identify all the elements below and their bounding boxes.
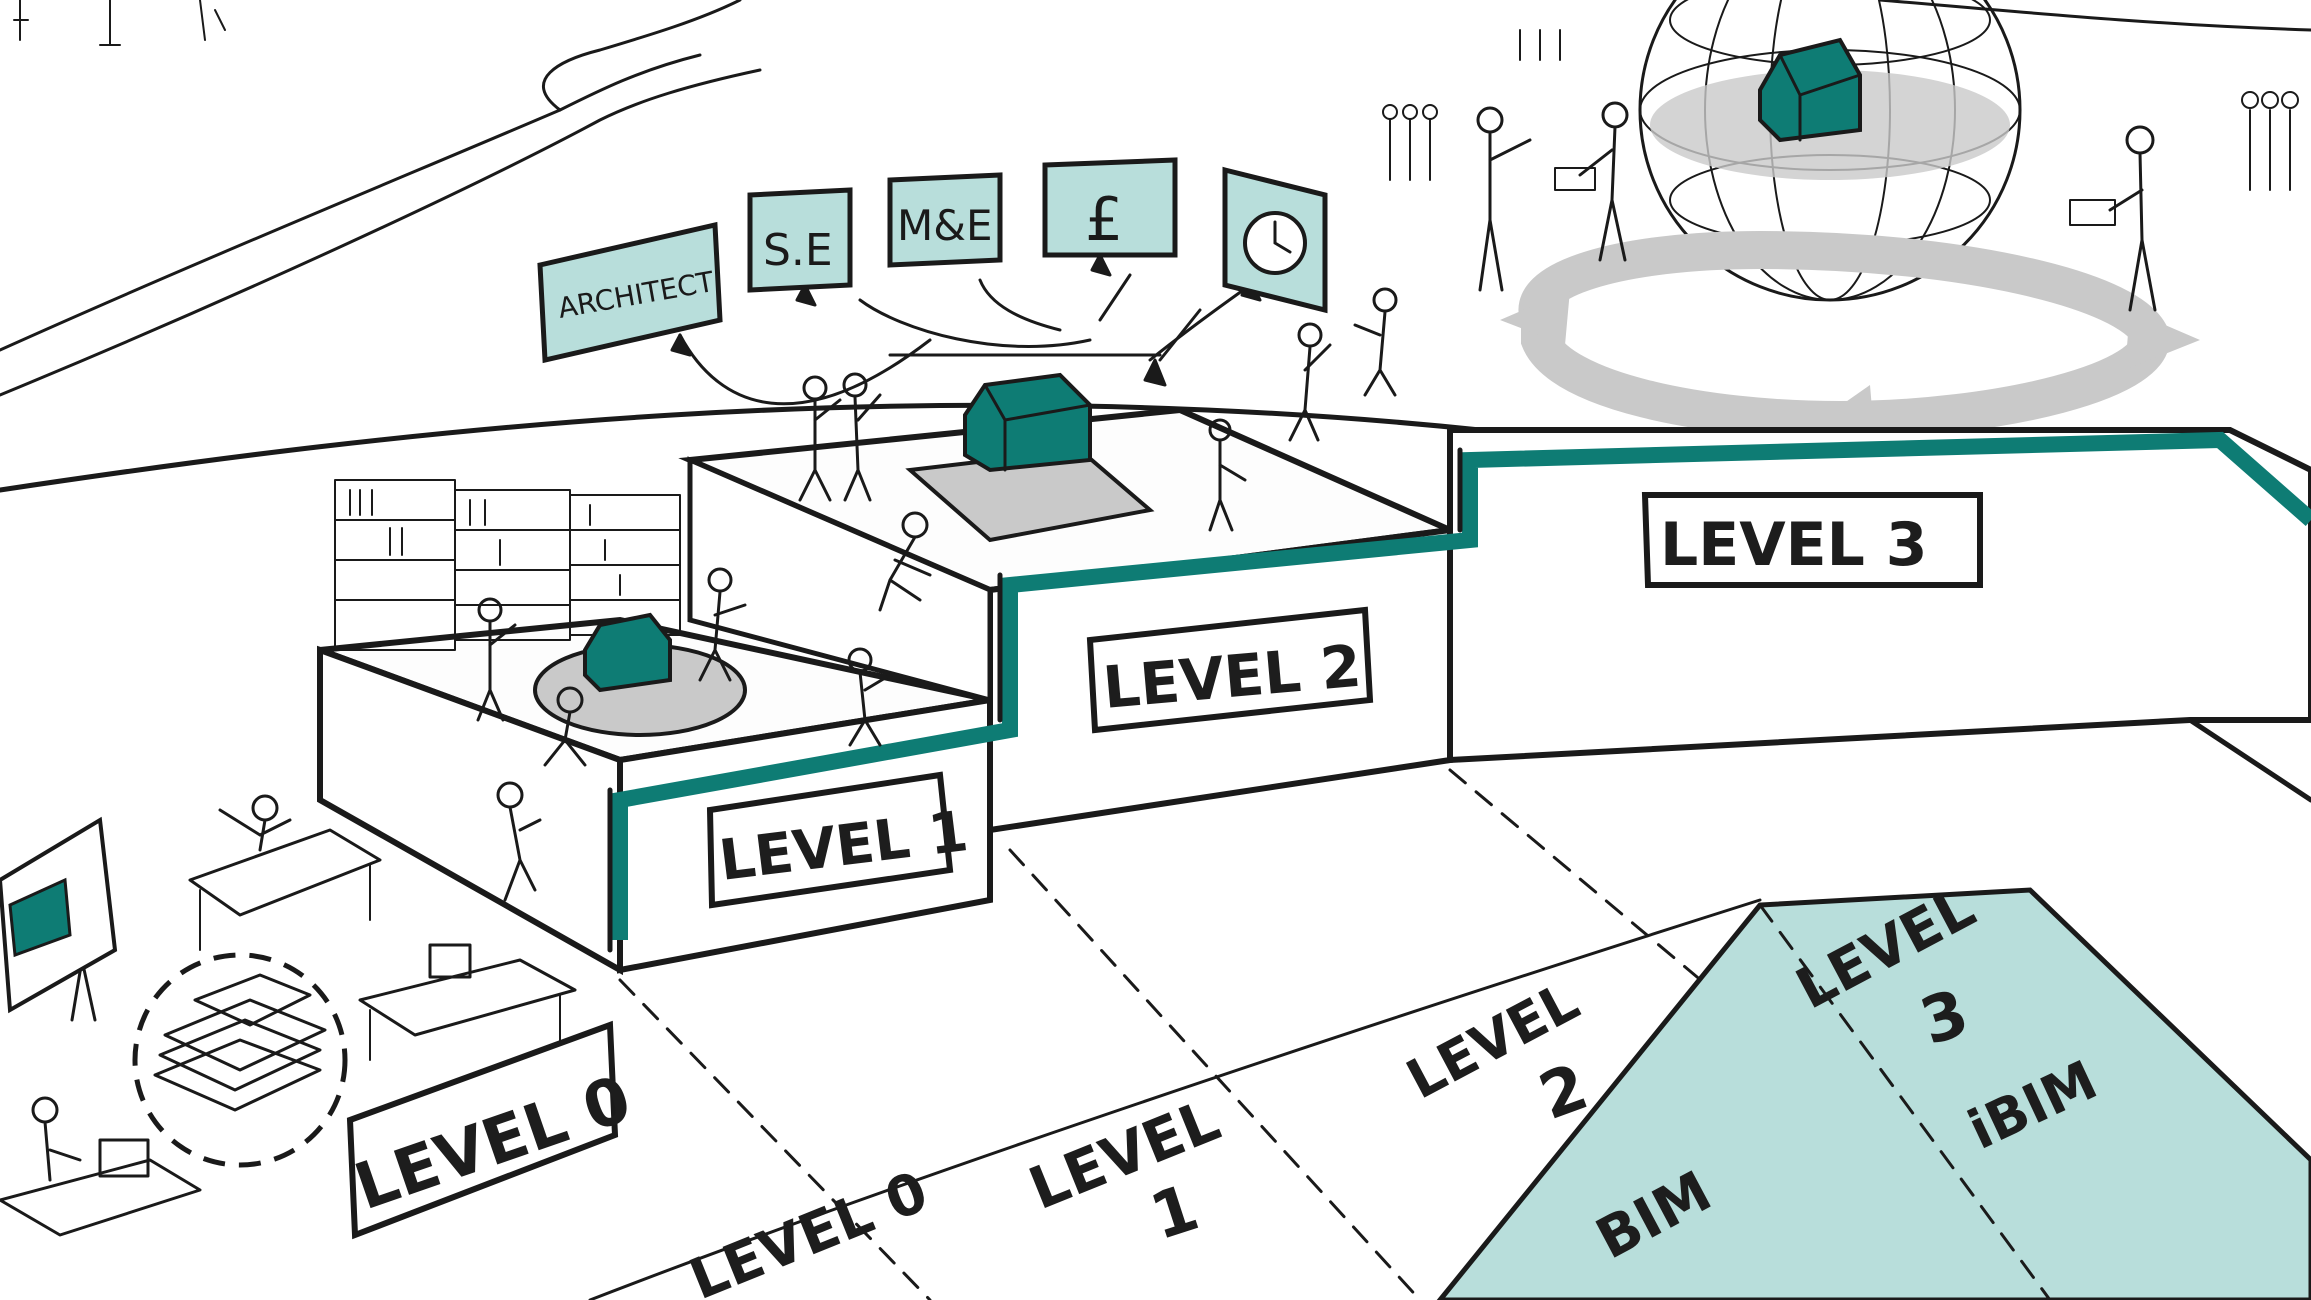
sign-structural-engineer: S.E bbox=[747, 187, 853, 293]
sign-me-label: M&E bbox=[897, 201, 993, 250]
level2-model-platform bbox=[905, 372, 1155, 543]
discipline-signs: ARCHITECT S.E M&E £ bbox=[537, 157, 1328, 364]
globe-house-icon bbox=[1758, 37, 1862, 143]
stair-level3-label: LEVEL 3 bbox=[1660, 510, 1928, 580]
floor-level0-label: LEVEL 0 bbox=[681, 1159, 937, 1300]
floor-level1-word: LEVEL bbox=[1020, 1086, 1229, 1223]
level3-floor-zone bbox=[1436, 887, 2311, 1300]
clock-icon bbox=[1243, 211, 1307, 275]
globe-integrated-bim bbox=[1500, 0, 2200, 445]
sign-architect: ARCHITECT bbox=[537, 221, 723, 364]
sign-mechanical-electrical: M&E bbox=[887, 172, 1003, 268]
sign-se-label: S.E bbox=[763, 225, 833, 276]
level1-model-platform bbox=[533, 612, 747, 737]
sign-cost: £ bbox=[1042, 157, 1178, 258]
sign-time bbox=[1222, 166, 1328, 314]
bookshelves bbox=[334, 479, 681, 651]
floor-level1-number: 1 bbox=[1142, 1171, 1207, 1255]
level0-sign: LEVEL 0 bbox=[346, 1020, 640, 1240]
level1-house-icon bbox=[583, 612, 672, 693]
stair-sign-level3: LEVEL 3 bbox=[1641, 492, 1983, 588]
level2-house-icon bbox=[963, 372, 1092, 473]
stair-level-signs: LEVEL 1 LEVEL 2 LEVEL 3 bbox=[706, 492, 1983, 909]
sign-cost-label: £ bbox=[1085, 185, 1123, 255]
floor-level2-number: 2 bbox=[1530, 1050, 1597, 1135]
stair-sign-level2: LEVEL 2 bbox=[1086, 606, 1374, 734]
stair-sign-level1: LEVEL 1 bbox=[706, 771, 972, 909]
level0-workspace bbox=[0, 816, 577, 1237]
people-figures bbox=[31, 101, 2157, 1182]
